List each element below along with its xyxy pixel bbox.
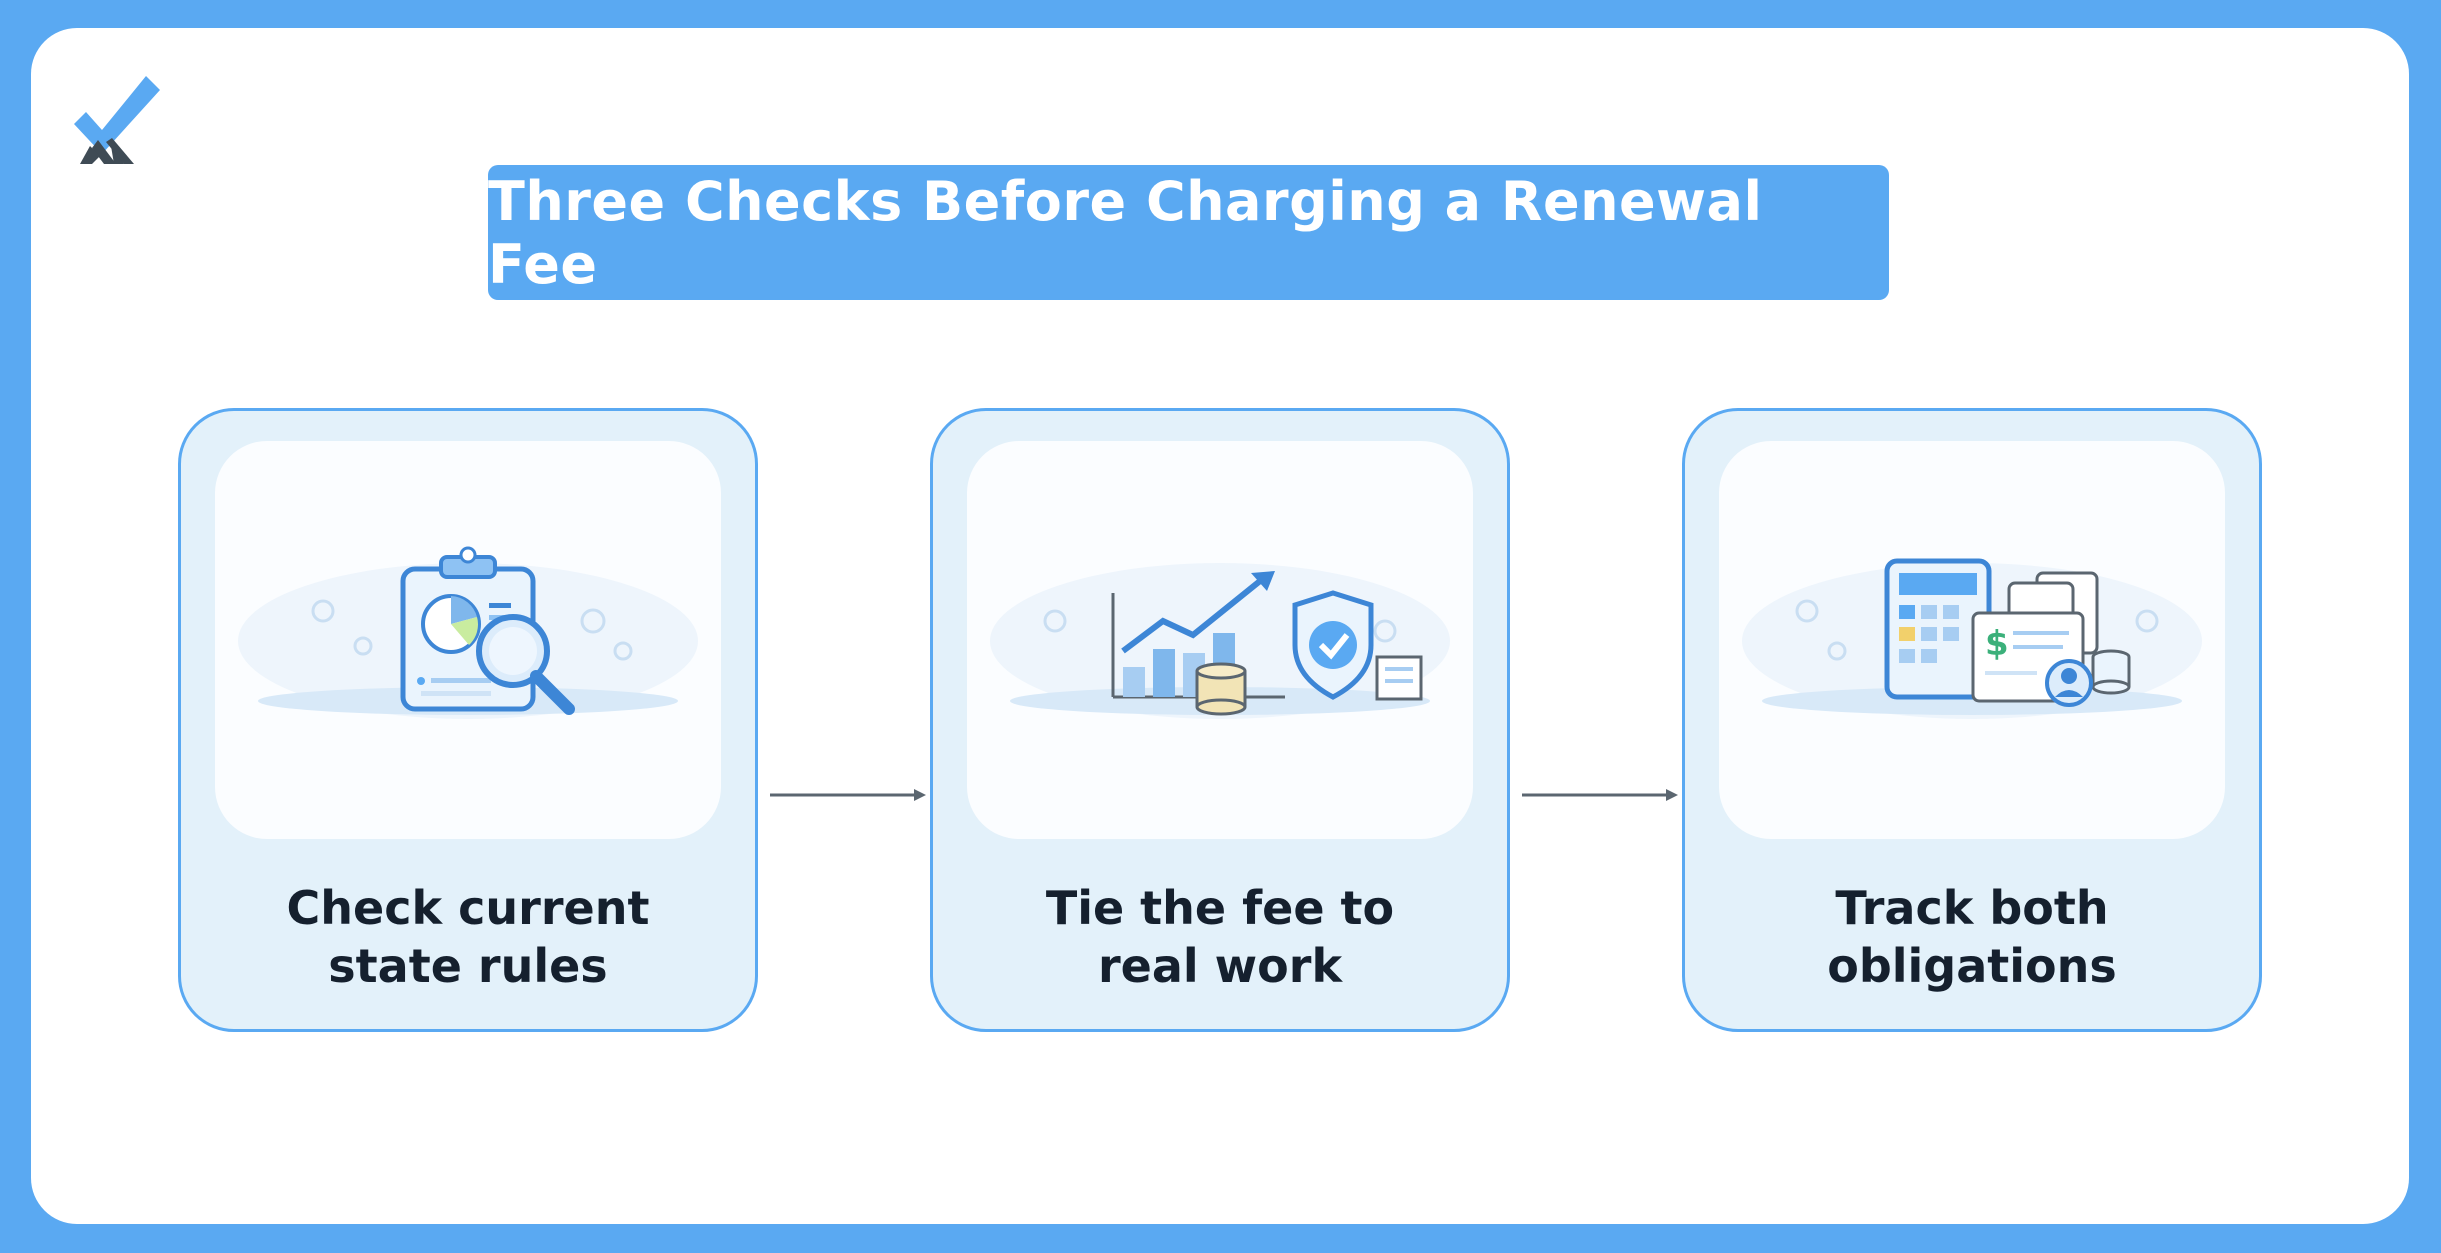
- step-card-2: Tie the fee to real work: [930, 408, 1510, 1032]
- step-label-line-2: state rules: [328, 939, 608, 993]
- step-label-line-1: Tie the fee to: [1045, 881, 1395, 935]
- svg-text:$: $: [1985, 624, 2009, 664]
- step-card-1: Check current state rules: [178, 408, 758, 1032]
- step-label-line-1: Check current: [286, 881, 650, 935]
- step-label: Tie the fee to real work: [933, 879, 1507, 995]
- step-label-line-1: Track both: [1835, 881, 2109, 935]
- arrow-right-icon: [770, 789, 926, 801]
- title-banner: Three Checks Before Charging a Renewal F…: [488, 165, 1889, 300]
- brand-logo: [74, 76, 160, 164]
- step-illustration-panel: [215, 441, 721, 839]
- arrow-right-icon: [1522, 789, 1678, 801]
- step-label: Check current state rules: [181, 879, 755, 995]
- step-label: Track both obligations: [1685, 879, 2259, 995]
- step-card-3: $ Track both obligations: [1682, 408, 2262, 1032]
- step-illustration-panel: [967, 441, 1473, 839]
- clipboard-magnifier-icon: [238, 546, 698, 719]
- calculator-invoice-icon: $: [1742, 558, 2202, 719]
- step-label-line-2: obligations: [1827, 939, 2117, 993]
- step-illustration-panel: $: [1719, 441, 2225, 839]
- growth-chart-shield-icon: [990, 563, 1450, 719]
- step-label-line-2: real work: [1097, 939, 1343, 993]
- page-title: Three Checks Before Charging a Renewal F…: [488, 169, 1763, 296]
